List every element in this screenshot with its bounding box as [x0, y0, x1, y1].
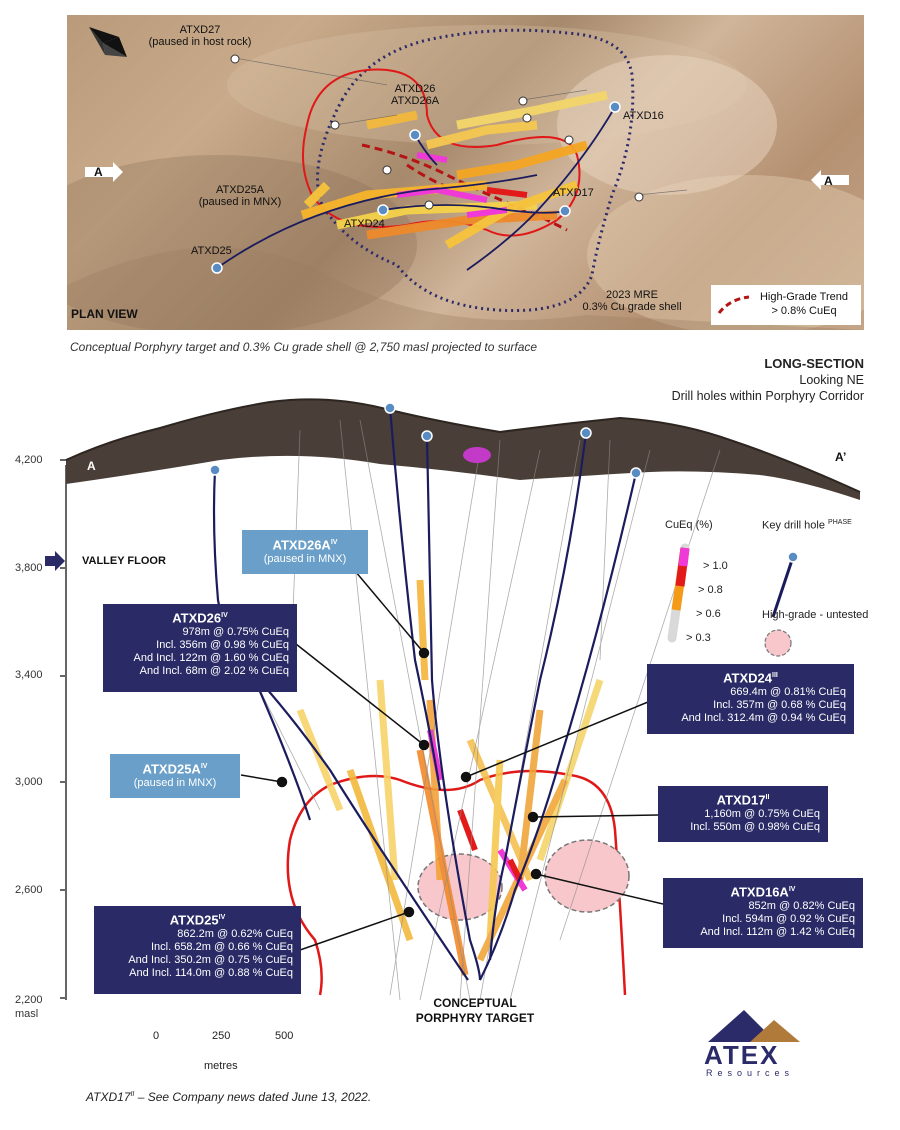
drill-legend-title: Key drill hole PHASE: [762, 519, 852, 532]
legend-untested: High-grade - untested: [762, 609, 869, 621]
label-atxd26: ATXD26 ATXD26A: [390, 83, 440, 107]
section-marker-left: A: [94, 165, 103, 179]
plan-view-graphics: [67, 25, 864, 330]
y-axis-unit: masl: [15, 1008, 39, 1020]
plan-legend: High-Grade Trend > 0.8% CuEq: [711, 285, 861, 325]
long-section-graphics: [45, 398, 861, 1001]
cueq-legend-bar: [667, 543, 690, 643]
section-arrow-right-icon: [811, 170, 849, 190]
valley-floor-arrow-icon: [45, 551, 65, 571]
section-marker-a: A: [87, 459, 96, 473]
topography: [66, 399, 860, 500]
legend-grade-3: > 0.6: [696, 608, 721, 620]
grade-shell-outline: [316, 28, 635, 313]
y-tick-3000: 3,000: [15, 776, 43, 788]
y-tick-4200: 4,200: [15, 454, 43, 466]
label-atxd25a: ATXD25A (paused in MNX): [198, 184, 282, 208]
cueq-legend-title: CuEq (%): [665, 519, 713, 531]
label-atxd16: ATXD16: [623, 110, 664, 122]
key-drill-hole-legend-icon: [771, 551, 799, 618]
label-atxd17: ATXD17: [553, 187, 594, 199]
callout-atxd25a: ATXD25AIV (paused in MNX): [110, 754, 240, 798]
callout-atxd16a: ATXD16AIV 852m @ 0.82% CuEq Incl. 594m @…: [663, 878, 863, 948]
logo-mountains-icon: [708, 1010, 800, 1042]
y-tick-2200: 2,200: [15, 994, 43, 1006]
label-atxd25: ATXD25: [191, 245, 232, 257]
scale-unit: metres: [204, 1060, 238, 1072]
y-tick-3800: 3,800: [15, 562, 43, 574]
conceptual-target-label: CONCEPTUAL PORPHYRY TARGET: [415, 996, 535, 1025]
callout-atxd17: ATXD17II 1,160m @ 0.75% CuEq Incl. 550m …: [658, 786, 828, 842]
label-atxd27: ATXD27 (paused in host rock): [148, 24, 252, 48]
scale-tick-500: 500: [275, 1030, 294, 1042]
north-arrow-icon: [89, 27, 127, 57]
footnote: ATXD17II – See Company news dated June 1…: [86, 1090, 372, 1104]
legend-grade-2: > 0.8: [698, 584, 723, 596]
grade-shell-label: 2023 MRE 0.3% Cu grade shell: [582, 289, 682, 313]
plan-view-label: PLAN VIEW: [71, 307, 138, 321]
plan-view-map: A A ATXD27 (paused in host rock) ATXD26 …: [67, 15, 864, 330]
label-atxd24: ATXD24: [344, 218, 385, 230]
callout-atxd26: ATXD26IV 978m @ 0.75% CuEq Incl. 356m @ …: [103, 604, 297, 692]
legend-grade-4: > 0.3: [686, 632, 711, 644]
section-marker-right: A: [824, 174, 833, 188]
scale-tick-0: 0: [153, 1030, 160, 1042]
section-marker-a-prime: A’: [835, 450, 847, 464]
callout-atxd24: ATXD24III 669.4m @ 0.81% CuEq Incl. 357m…: [647, 664, 854, 734]
atex-logo: ATEX Resources: [700, 1006, 818, 1080]
y-tick-2600: 2,600: [15, 884, 43, 896]
long-section-title: LONG-SECTION Looking NE Drill holes with…: [671, 356, 864, 403]
legend-grade-1: > 1.0: [703, 560, 728, 572]
plan-caption: Conceptual Porphyry target and 0.3% Cu g…: [70, 340, 538, 354]
scale-tick-250: 250: [212, 1030, 231, 1042]
y-tick-3400: 3,400: [15, 669, 43, 681]
callout-atxd25: ATXD25IV 862.2m @ 0.62% CuEq Incl. 658.2…: [94, 906, 301, 994]
untested-legend-icon: [764, 629, 792, 657]
valley-floor-label: VALLEY FLOOR: [82, 555, 166, 567]
section-arrow-left-icon: [85, 162, 123, 182]
callout-atxd26a: ATXD26AIV (paused in MNX): [242, 530, 368, 574]
